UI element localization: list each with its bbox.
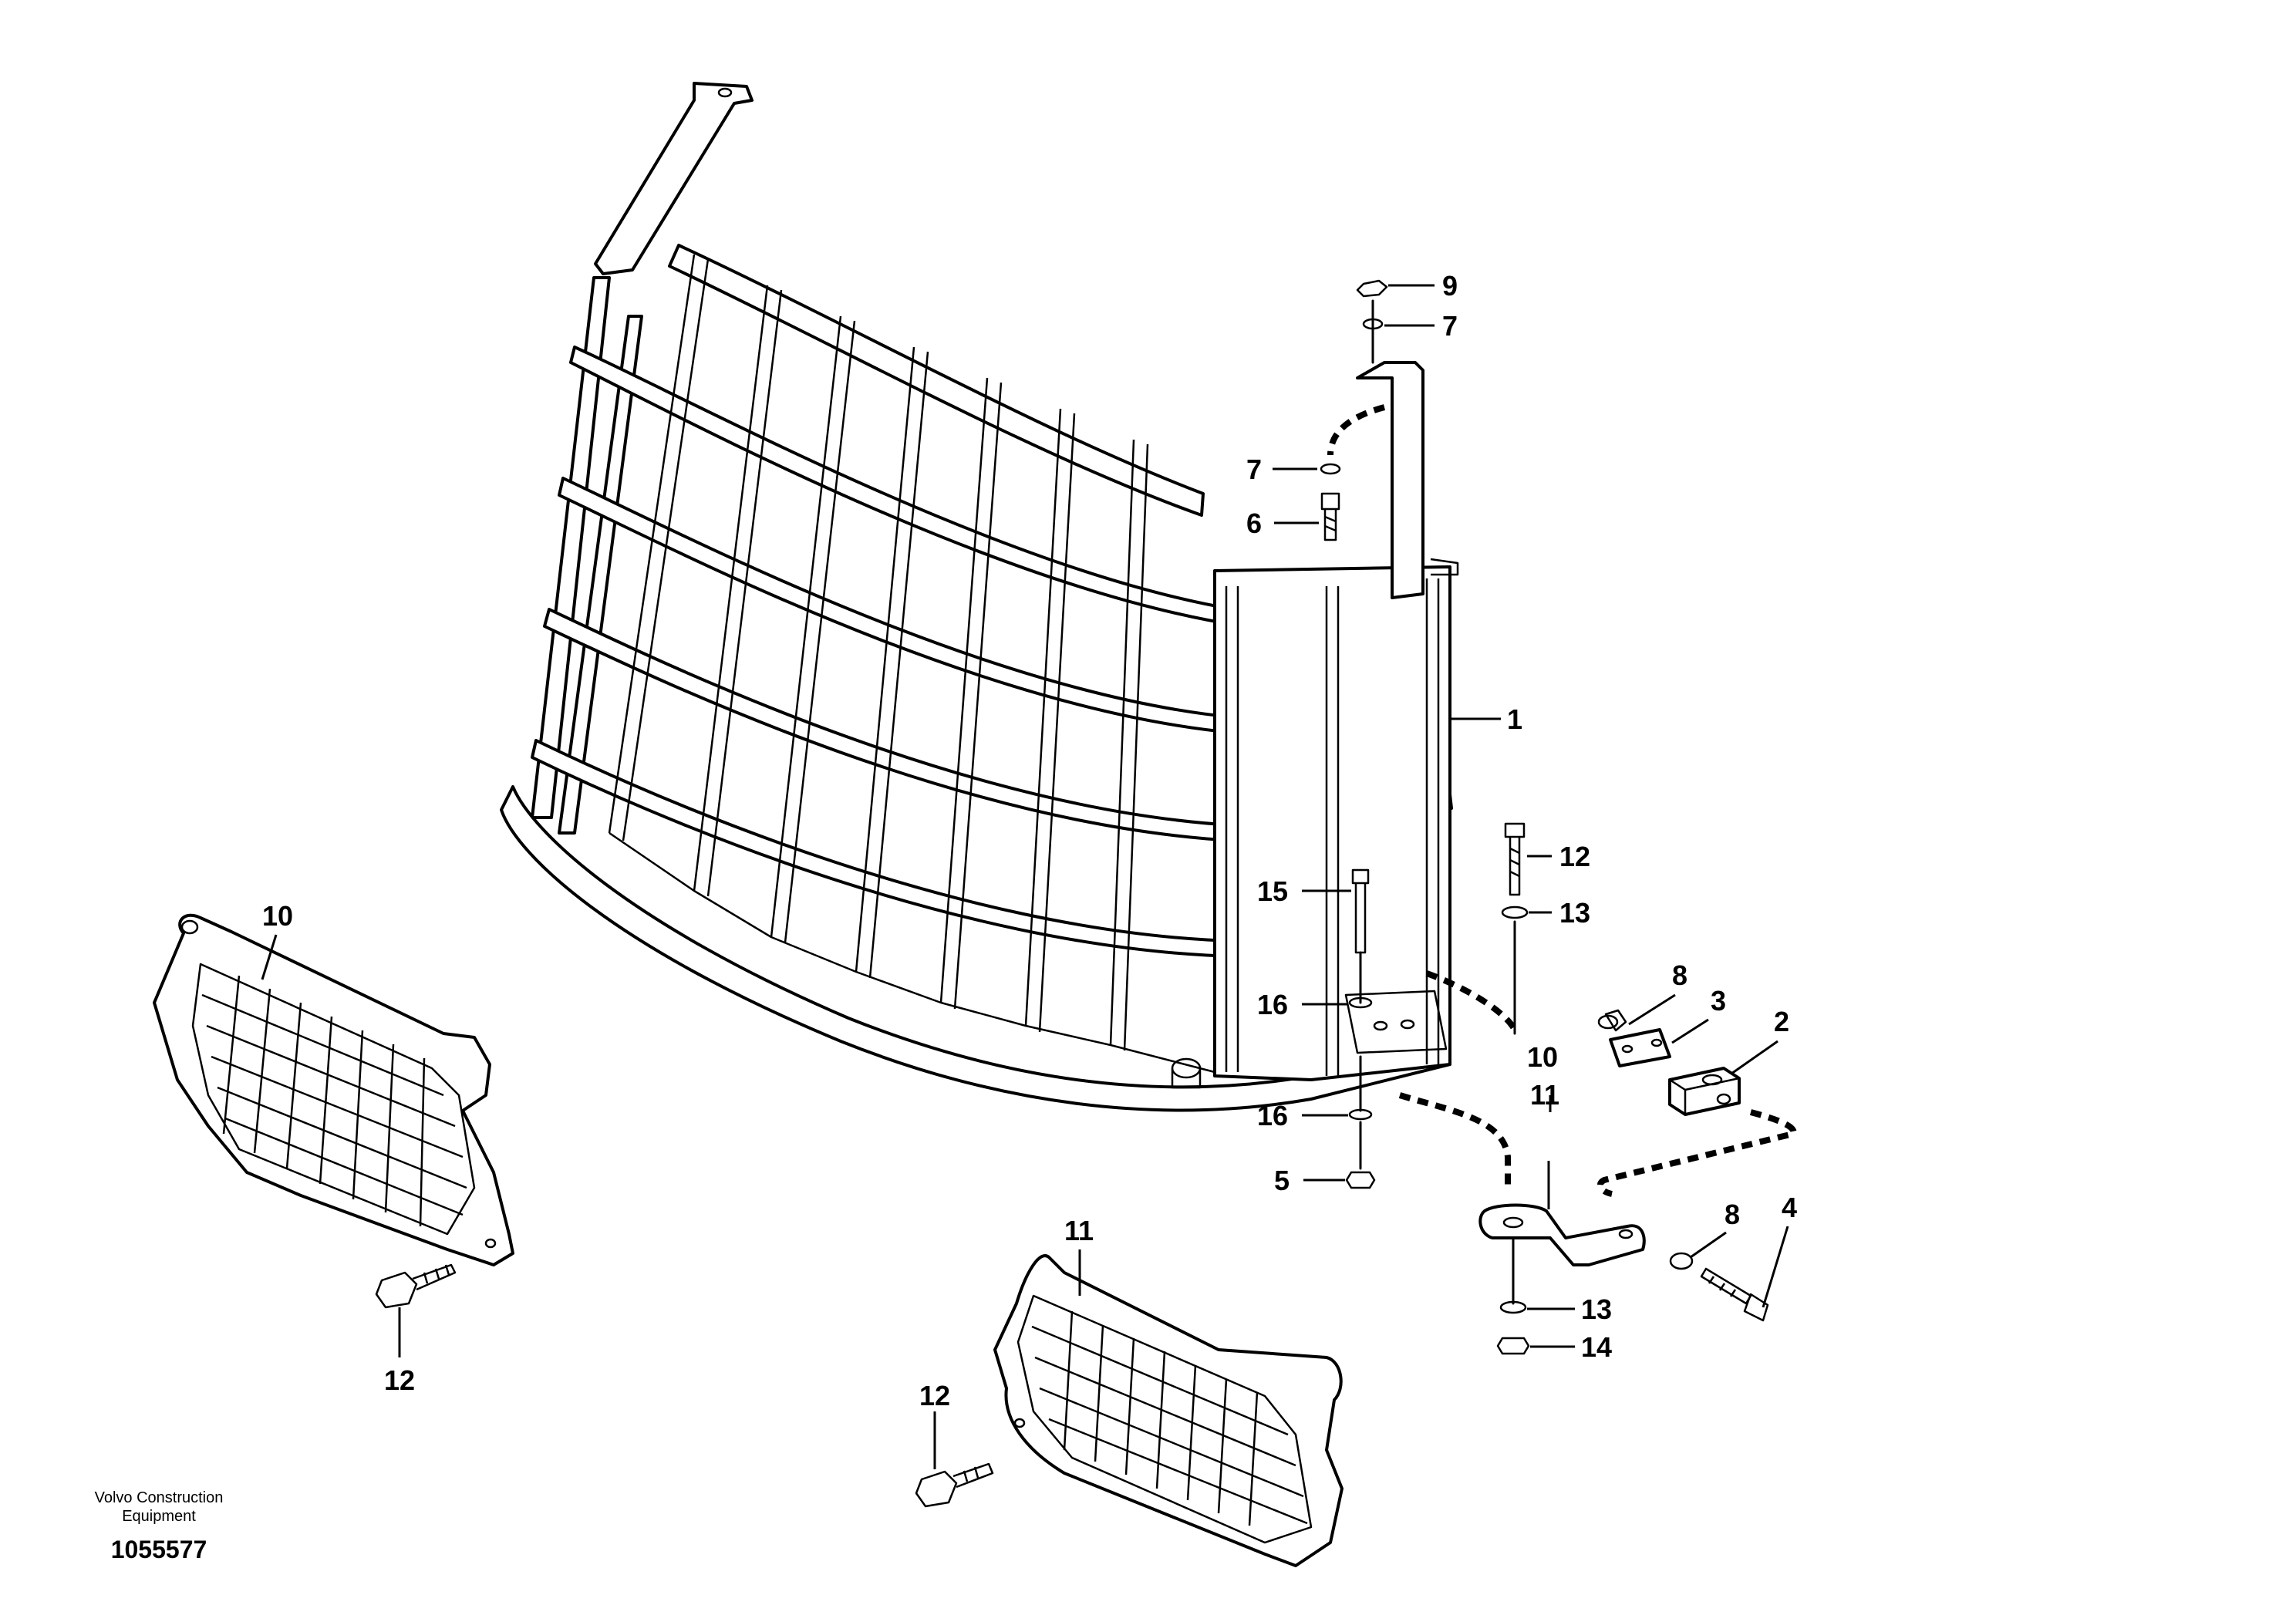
callout-3: 3 (1711, 985, 1726, 1017)
callout-11-right: 11 (1530, 1079, 1559, 1111)
fasteners-middle (1345, 822, 1797, 1355)
callout-10-right: 10 (1527, 1041, 1558, 1073)
callout-4: 4 (1782, 1192, 1797, 1223)
fasteners-top (1320, 279, 1388, 541)
brand-name-line2: Equipment (122, 1508, 196, 1525)
callout-2: 2 (1774, 1006, 1789, 1037)
callout-10-left: 10 (262, 900, 293, 932)
callout-9: 9 (1442, 270, 1458, 302)
callout-8-upper: 8 (1672, 959, 1687, 991)
callout-1: 1 (1507, 703, 1522, 735)
callout-16-lower: 16 (1257, 1100, 1288, 1131)
brand-name-line1: Volvo Construction (95, 1489, 224, 1506)
callout-labels: 9 7 7 6 1 12 13 15 16 16 5 8 3 2 10 11 8… (262, 270, 1797, 1411)
callout-11-bottom: 11 (1064, 1215, 1094, 1246)
callout-5: 5 (1274, 1165, 1290, 1196)
callout-12-right: 12 (1559, 841, 1590, 872)
footer: Volvo Construction Equipment 1055577 (95, 1489, 224, 1563)
bolt-12-left (375, 1263, 457, 1309)
callout-15: 15 (1257, 875, 1288, 907)
callout-16-upper: 16 (1257, 989, 1288, 1020)
leader-lines (261, 284, 1789, 1469)
callout-14: 14 (1581, 1331, 1612, 1363)
callout-8-lower: 8 (1725, 1199, 1740, 1230)
guard-assembly (500, 82, 1459, 1112)
bolt-12-bottom (915, 1462, 994, 1508)
grate-part-11 (993, 1254, 1344, 1567)
callout-13-lower: 13 (1581, 1293, 1612, 1325)
callout-12-left: 12 (384, 1364, 415, 1396)
callout-6: 6 (1246, 508, 1262, 539)
callout-13-upper: 13 (1559, 897, 1590, 929)
grate-part-10 (153, 913, 514, 1266)
callout-7-mid: 7 (1246, 454, 1262, 485)
document-number: 1055577 (111, 1536, 207, 1563)
callout-7-top: 7 (1442, 310, 1458, 342)
callout-12-bottom: 12 (919, 1380, 950, 1411)
